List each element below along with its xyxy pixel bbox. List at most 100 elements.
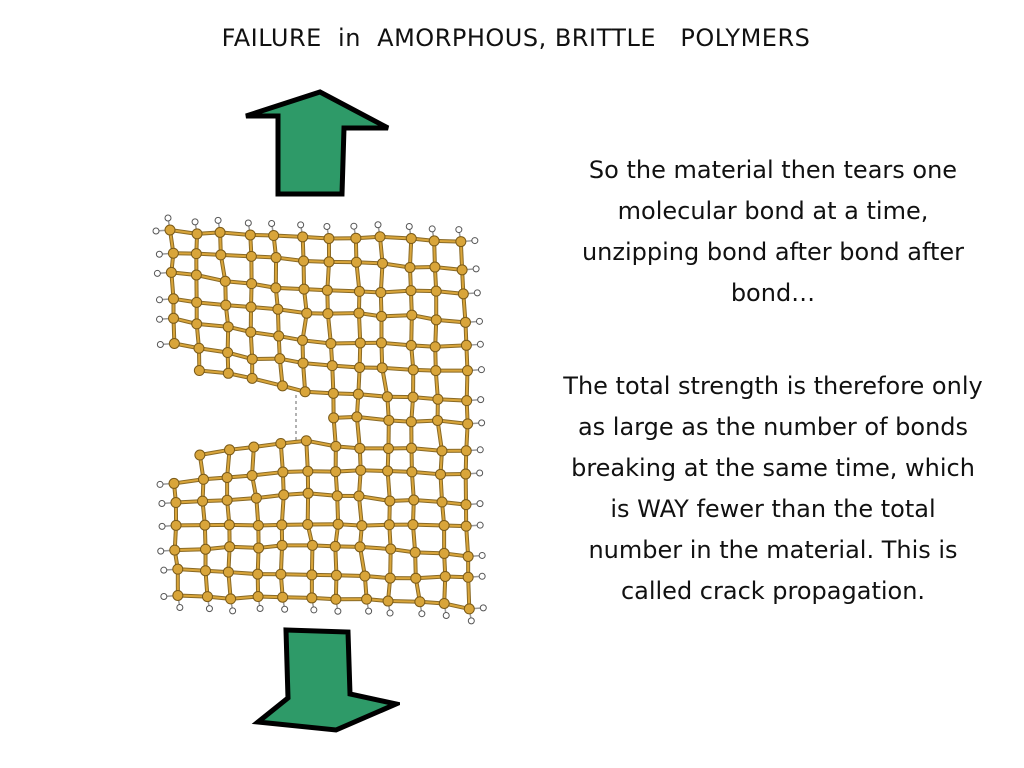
carbon-atom <box>306 569 318 581</box>
carbon-atom <box>275 568 287 580</box>
carbon-atom <box>170 497 182 509</box>
carbon-atom <box>223 519 235 531</box>
carbon-atom <box>170 519 182 531</box>
carbon-atom <box>352 388 364 400</box>
carbon-atom <box>219 275 231 287</box>
carbon-atom <box>432 414 444 426</box>
carbon-atom <box>246 372 258 384</box>
carbon-atom <box>222 367 234 379</box>
carbon-atom <box>455 236 467 248</box>
hydrogen-atom <box>455 226 463 234</box>
carbon-atom <box>278 489 290 501</box>
carbon-atom <box>273 330 285 342</box>
carbon-atom <box>270 282 282 294</box>
carbon-atom <box>302 465 314 477</box>
hydrogen-atom <box>442 611 450 619</box>
carbon-atom <box>374 231 386 243</box>
carbon-atom <box>429 341 441 353</box>
carbon-atom <box>215 249 227 261</box>
carbon-atom <box>354 361 366 373</box>
carbon-atom <box>168 477 180 489</box>
hydrogen-atom <box>475 317 483 325</box>
hydrogen-atom <box>310 606 318 614</box>
hydrogen-atom <box>350 222 358 230</box>
carbon-atom <box>405 442 417 454</box>
hydrogen-atom <box>476 500 484 508</box>
hydrogen-atom <box>157 547 165 555</box>
carbon-atom <box>252 568 264 580</box>
carbon-atom <box>301 307 313 319</box>
carbon-atom <box>375 287 387 299</box>
hydrogen-atom <box>164 214 172 222</box>
carbon-atom <box>302 487 314 499</box>
carbon-atom <box>274 353 286 365</box>
carbon-atom <box>375 310 387 322</box>
carbon-atom <box>224 444 236 456</box>
hydrogen-atom <box>477 366 485 374</box>
hydrogen-atom <box>155 296 163 304</box>
hydrogen-atom <box>156 480 164 488</box>
carbon-atom <box>461 395 473 407</box>
carbon-atom <box>306 539 318 551</box>
carbon-atom <box>194 449 206 461</box>
carbon-atom <box>430 314 442 326</box>
carbon-atom <box>354 442 366 454</box>
hydrogen-atom <box>268 220 276 228</box>
polymer-lattice-illustration <box>130 200 505 630</box>
carbon-atom <box>244 229 256 241</box>
carbon-atom <box>221 494 233 506</box>
carbon-atom <box>377 257 389 269</box>
carbon-atom <box>323 256 335 268</box>
carbon-atom <box>459 316 471 328</box>
carbon-atom <box>429 261 441 273</box>
hydrogen-atom <box>244 219 252 227</box>
hydrogen-atom <box>478 419 486 427</box>
carbon-atom <box>385 543 397 555</box>
carbon-atom <box>164 224 176 236</box>
hydrogen-atom <box>476 521 484 529</box>
carbon-atom <box>406 309 418 321</box>
carbon-atom <box>457 288 469 300</box>
carbon-atom <box>356 520 368 532</box>
hydrogen-atom <box>256 605 264 613</box>
carbon-atom <box>327 387 339 399</box>
carbon-atom <box>167 293 179 305</box>
carbon-atom <box>302 518 314 530</box>
carbon-atom <box>460 468 472 480</box>
hydrogen-atom <box>477 396 485 404</box>
carbon-atom <box>252 591 264 603</box>
carbon-atom <box>436 445 448 457</box>
carbon-atom <box>250 492 262 504</box>
carbon-atom <box>405 233 417 245</box>
carbon-atom <box>461 365 473 377</box>
carbon-atom <box>297 357 309 369</box>
hydrogen-atom <box>476 446 484 454</box>
carbon-atom <box>439 570 451 582</box>
hydrogen-atom <box>156 341 164 349</box>
hydrogen-atom <box>476 469 484 477</box>
carbon-atom <box>168 338 180 350</box>
carbon-atom <box>407 364 419 376</box>
carbon-atom <box>404 261 416 273</box>
carbon-atom <box>270 252 282 264</box>
carbon-atom <box>277 380 289 392</box>
carbon-atom <box>409 546 421 558</box>
carbon-atom <box>330 466 342 478</box>
hydrogen-atom <box>478 551 486 559</box>
carbon-atom <box>191 296 203 308</box>
explanation-paragraph-2: The total strength is therefore only as … <box>563 372 983 605</box>
carbon-atom <box>428 235 440 247</box>
hydrogen-atom <box>158 500 166 508</box>
carbon-atom <box>246 278 258 290</box>
hydrogen-atom <box>153 269 161 277</box>
carbon-atom <box>201 591 213 603</box>
carbon-atom <box>354 541 366 553</box>
carbon-atom <box>222 347 234 359</box>
carbon-atom <box>325 338 337 350</box>
hydrogen-atom <box>473 289 481 297</box>
carbon-atom <box>355 464 367 476</box>
hydrogen-atom <box>323 222 331 230</box>
carbon-atom <box>322 308 334 320</box>
carbon-atom <box>383 414 395 426</box>
carbon-atom <box>405 339 417 351</box>
